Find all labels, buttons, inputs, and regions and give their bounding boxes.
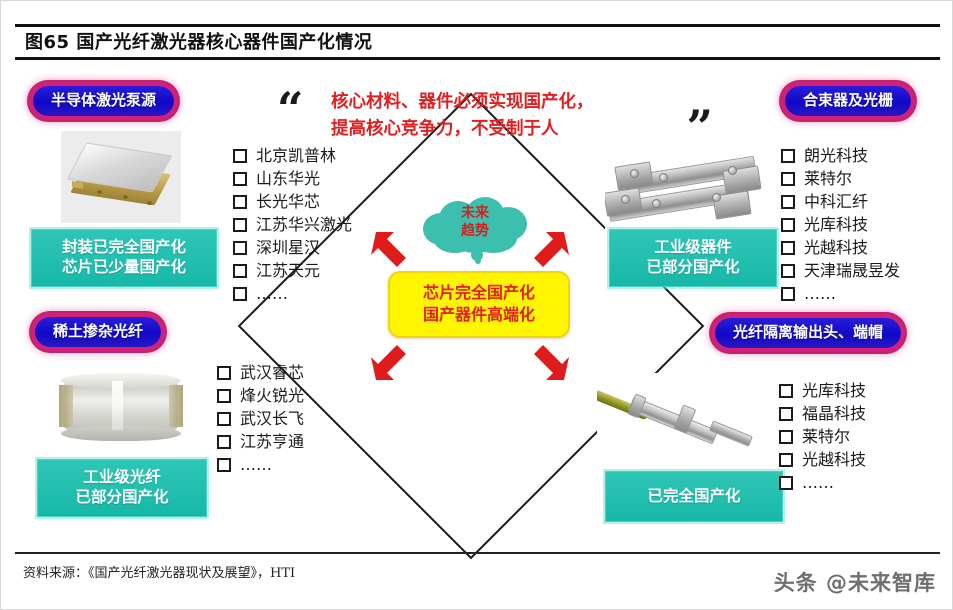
checkbox-icon[interactable] — [217, 457, 231, 472]
quote-block: “ 核心材料、器件必须实现国产化， 提高核心竞争力，不受制于人 ” — [277, 82, 713, 150]
status-box-semiconductor-pump: 封装已完全国产化 芯片已少量国产化 — [31, 229, 217, 287]
status-box-combiner-grating: 工业级器件 已部分国产化 — [609, 229, 777, 287]
list-item: 山东华光 — [233, 167, 352, 190]
checkbox-icon[interactable] — [233, 148, 247, 163]
company-list-rare-earth-fiber: 武汉睿芯 烽火锐光 武汉长飞 江苏亨通 …… — [217, 361, 304, 476]
laser-diode-module-photo — [61, 131, 181, 223]
checkbox-icon[interactable] — [217, 365, 231, 380]
fiber-spool-photo — [59, 369, 183, 443]
list-item: 长光华芯 — [233, 190, 352, 213]
core-goal-line-2: 国产器件高端化 — [422, 305, 535, 325]
status-box-rare-earth-fiber: 工业级光纤 已部分国产化 — [37, 459, 207, 517]
checkbox-icon[interactable] — [217, 388, 231, 403]
quadrant-pill-combiner-grating[interactable]: 合束器及光栅 — [785, 86, 912, 116]
quadrant-pill-rare-earth-fiber[interactable]: 稀土掺杂光纤 — [35, 317, 162, 347]
checkbox-icon[interactable] — [779, 429, 793, 444]
checkbox-icon[interactable] — [217, 434, 231, 449]
cloud-line-2: 趋势 — [461, 222, 489, 239]
checkbox-icon[interactable] — [779, 475, 793, 490]
checkbox-icon[interactable] — [779, 383, 793, 398]
list-item: 深圳星汉 — [233, 236, 352, 259]
checkbox-icon[interactable] — [781, 148, 795, 163]
quote-open-icon: “ — [277, 82, 304, 136]
future-trend-label: 未来 趋势 — [419, 205, 531, 240]
checkbox-icon[interactable] — [781, 263, 795, 278]
footer-rule — [15, 552, 940, 554]
list-item: 武汉睿芯 — [217, 361, 304, 384]
list-item: 中科汇纤 — [781, 190, 900, 213]
checkbox-icon[interactable] — [781, 194, 795, 209]
title-rule-bottom — [15, 57, 940, 60]
status-line-2: 已部分国产化 — [646, 258, 740, 277]
list-item: 烽火锐光 — [217, 384, 304, 407]
checkbox-icon[interactable] — [781, 171, 795, 186]
quote-line-2: 提高核心竞争力，不受制于人 — [331, 119, 559, 139]
checkbox-icon[interactable] — [233, 240, 247, 255]
status-line-1: 工业级器件 — [654, 238, 732, 256]
status-line-1: 已完全国产化 — [647, 487, 741, 505]
list-item: 莱特尔 — [781, 167, 900, 190]
title-rule-top — [15, 24, 940, 27]
arrow-bottom-right-icon — [529, 343, 571, 385]
list-item: …… — [781, 282, 900, 305]
list-item: 江苏天元 — [233, 259, 352, 282]
status-line-2: 已部分国产化 — [75, 488, 169, 507]
list-item: 武汉长飞 — [217, 407, 304, 430]
quadrant-pill-isolator-endcap[interactable]: 光纤隔离输出头、端帽 — [715, 318, 902, 348]
company-list-semiconductor-pump: 北京凯普林 山东华光 长光华芯 江苏华兴激光 深圳星汉 江苏天元 …… — [233, 144, 352, 305]
checkbox-icon[interactable] — [779, 406, 793, 421]
list-item: 光越科技 — [779, 448, 866, 471]
status-line-2: 芯片已少量国产化 — [61, 258, 186, 277]
company-list-combiner-grating: 朗光科技 莱特尔 中科汇纤 光库科技 光越科技 天津瑞晟昱发 …… — [781, 144, 900, 305]
future-trend-cloud: 未来 趋势 — [419, 197, 531, 264]
status-line-1: 封装已完全国产化 — [61, 238, 186, 256]
quadrant-pill-semiconductor-pump[interactable]: 半导体激光泵源 — [33, 86, 175, 116]
cloud-line-1: 未来 — [461, 205, 489, 221]
list-item: 江苏华兴激光 — [233, 213, 352, 236]
arrow-bottom-left-icon — [369, 343, 411, 385]
list-item: 江苏亨通 — [217, 430, 304, 453]
list-item: 光库科技 — [781, 213, 900, 236]
checkbox-icon[interactable] — [233, 286, 247, 301]
list-item: …… — [233, 282, 352, 305]
list-item: 北京凯普林 — [233, 144, 352, 167]
core-goal-line-1: 芯片完全国产化 — [422, 283, 535, 302]
checkbox-icon[interactable] — [233, 263, 247, 278]
quote-close-icon: ” — [686, 100, 713, 154]
list-item: 朗光科技 — [781, 144, 900, 167]
checkbox-icon[interactable] — [233, 217, 247, 232]
core-goal-box: 芯片完全国产化 国产器件高端化 — [388, 271, 570, 339]
quote-line-1: 核心材料、器件必须实现国产化， — [331, 92, 594, 112]
checkbox-icon[interactable] — [233, 194, 247, 209]
list-item: 莱特尔 — [779, 425, 866, 448]
list-item: …… — [779, 471, 866, 494]
watermark-label: 头条 @未来智库 — [773, 571, 936, 595]
checkbox-icon[interactable] — [781, 286, 795, 301]
company-list-isolator-endcap: 光库科技 福晶科技 莱特尔 光越科技 …… — [779, 379, 866, 494]
source-note: 资料来源：《国产光纤激光器现状及展望》，HTI — [23, 566, 296, 581]
checkbox-icon[interactable] — [781, 240, 795, 255]
checkbox-icon[interactable] — [781, 217, 795, 232]
arrow-top-right-icon — [529, 227, 571, 269]
checkbox-icon[interactable] — [233, 171, 247, 186]
checkbox-icon[interactable] — [779, 452, 793, 467]
status-box-isolator-endcap: 已完全国产化 — [605, 471, 783, 523]
arrow-top-left-icon — [369, 227, 411, 269]
list-item: …… — [217, 453, 304, 476]
list-item: 天津瑞晟昱发 — [781, 259, 900, 282]
page-title: 图65 国产光纤激光器核心器件国产化情况 — [25, 32, 373, 53]
fiber-connector-photo — [597, 373, 769, 455]
list-item: 光越科技 — [781, 236, 900, 259]
list-item: 福晶科技 — [779, 402, 866, 425]
list-item: 光库科技 — [779, 379, 866, 402]
status-line-1: 工业级光纤 — [83, 468, 161, 486]
checkbox-icon[interactable] — [217, 411, 231, 426]
